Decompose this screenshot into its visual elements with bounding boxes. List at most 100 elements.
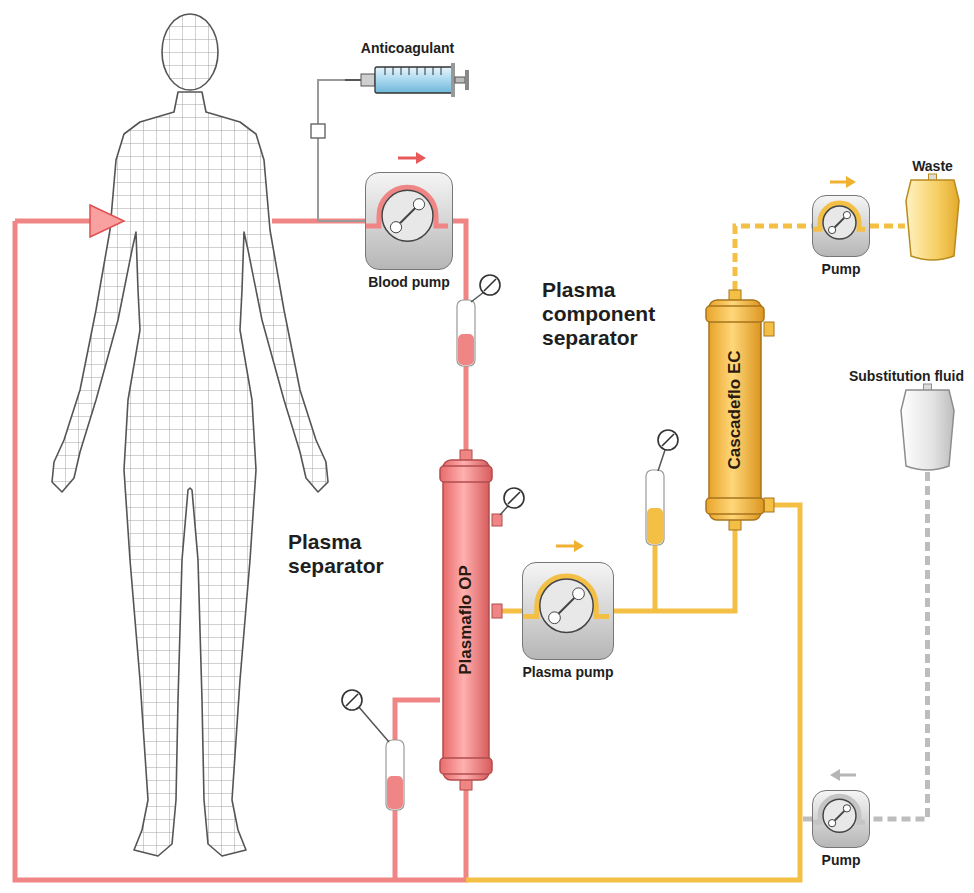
filter-cylinder-shape [706, 306, 764, 322]
filter-port [764, 322, 774, 336]
pump-box-shape [828, 820, 835, 827]
anticoagulant-syringe-shape [361, 74, 375, 86]
pump-box-shape [813, 791, 868, 846]
fluid-bag-shape [906, 174, 959, 260]
product-name: Cascadeflo EC [725, 350, 745, 469]
filter-cylinder-shape [706, 498, 764, 514]
fluid-bag-shape [901, 390, 954, 470]
anticoagulant-syringe-shape [465, 70, 469, 90]
pump-box-shape [843, 805, 850, 812]
drip-chamber [662, 434, 674, 446]
pressure-gauge [492, 514, 502, 526]
drip-chamber [471, 292, 484, 302]
filter-cylinder-shape [443, 460, 489, 780]
pump-box-shape [823, 206, 856, 239]
tubing-connector [318, 80, 365, 221]
filter-cylinder-shape [706, 290, 764, 530]
pump-box-shape [366, 187, 448, 241]
tubing-connector [735, 226, 812, 290]
anticoagulant-syringe-shape [385, 67, 386, 75]
anticoagulant-syringe-shape [455, 77, 465, 83]
flow-arrow [846, 176, 856, 188]
tubing-connector [614, 530, 735, 611]
pressure-gauge [504, 488, 524, 508]
pump-box: Blood pump [365, 172, 453, 270]
drip-chamber [358, 706, 389, 742]
part-label: Blood pump [368, 274, 450, 290]
blood-return-line [15, 221, 466, 880]
fluid-bag: Substitution fluid [900, 390, 955, 472]
pump-box-shape [366, 173, 451, 268]
flow-arrow [416, 152, 426, 164]
anticoagulant-syringe-shape [441, 67, 442, 75]
drip-chamber [658, 450, 665, 471]
flow-arrow [398, 152, 856, 781]
anticoagulant-syringe-shape [433, 67, 434, 75]
part-label: Pump [822, 261, 861, 277]
part-label: Anticoagulant [361, 40, 454, 56]
human-body [52, 14, 328, 856]
pump-box-shape [843, 211, 850, 218]
pressure-gauge [508, 492, 520, 504]
pump-box-shape [540, 579, 593, 632]
drip-chamber [342, 690, 362, 710]
drip-chamber [646, 470, 664, 545]
anticoagulant-syringe-shape [417, 67, 418, 75]
anticoagulant-syringe-shape [393, 67, 394, 75]
drip-chamber [342, 690, 404, 810]
drip-chamber [346, 694, 358, 706]
pressure-gauge [492, 604, 502, 618]
filter-port [764, 498, 774, 512]
anticoagulant-syringe-shape [409, 67, 410, 75]
pressure-gauge [500, 506, 508, 515]
pump-box-shape [828, 226, 835, 233]
pump-box: Pump [812, 790, 870, 848]
filter-cylinder: Plasma component separatorCascadeflo EC [706, 290, 764, 530]
drip-chamber [646, 430, 678, 545]
pump-box: Pump [812, 195, 870, 257]
pump-box-shape [813, 203, 865, 239]
plasma-return-line [466, 505, 800, 880]
fluid-bag-shape [906, 180, 959, 260]
filter-cylinder-shape [440, 450, 492, 790]
fluid-bag-shape [900, 390, 955, 472]
drip-chamber [480, 275, 500, 295]
pressure-gauge [492, 488, 524, 618]
pump-box: Plasma pump [522, 562, 614, 660]
drip-chamber [386, 740, 404, 810]
pump-box-shape [823, 799, 856, 832]
drip-chamber [457, 275, 500, 366]
drip-chamber [484, 279, 496, 291]
flow-arrow [830, 769, 840, 781]
product-name: Plasmaflo OP [456, 565, 476, 675]
filter-port [764, 322, 774, 512]
anticoagulant-syringe: Anticoagulant [345, 62, 470, 98]
pump-box-shape [413, 199, 424, 210]
pump-box-shape [382, 190, 433, 241]
component-heading: Plasma component separator [542, 278, 692, 350]
anticoagulant-syringe-shape [345, 79, 363, 81]
fluid-bag-shape [905, 180, 960, 262]
anticoagulant-syringe-shape [401, 67, 402, 75]
anticoagulant-syringe-shape [375, 67, 453, 93]
drip-chamber [647, 508, 663, 544]
flow-arrow [830, 181, 848, 184]
component-heading: Plasma separator [288, 530, 428, 578]
flow-arrow [556, 545, 576, 548]
filter-cylinder-shape [440, 758, 492, 774]
filter-cylinder: Plasma separatorPlasmaflo OP [440, 450, 492, 790]
pump-box-shape [813, 796, 865, 832]
pump-box-shape [390, 222, 401, 233]
part-label: Waste [912, 158, 953, 174]
filter-cylinder-shape [440, 466, 492, 482]
anticoagulant-syringe-shape [345, 63, 469, 97]
part-label: Pump [822, 852, 861, 868]
drip-chamber [387, 776, 403, 809]
blood-line [15, 221, 466, 880]
pump-box-shape [523, 563, 612, 658]
body-outline [52, 92, 328, 856]
drip-chamber [458, 334, 474, 365]
substitution-line [800, 817, 812, 822]
